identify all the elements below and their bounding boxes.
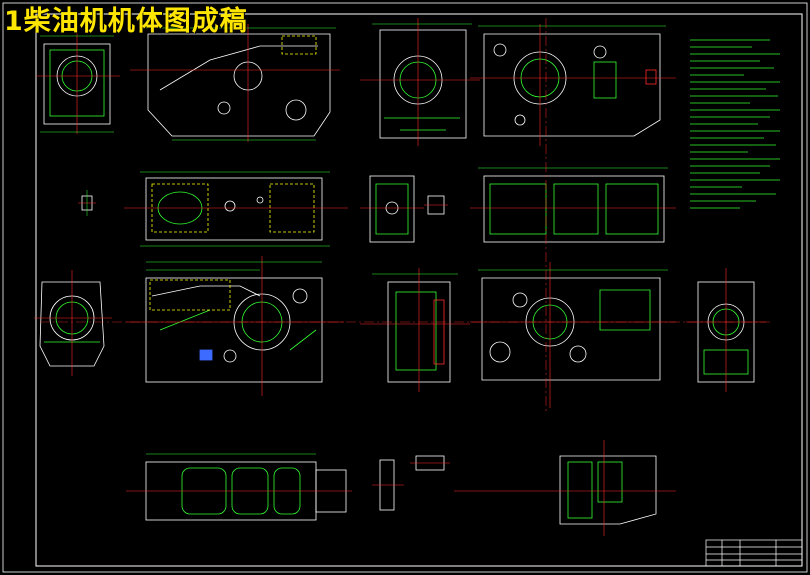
small-section-center bbox=[360, 175, 448, 243]
sheet-inner-border bbox=[35, 13, 803, 567]
top-end-section bbox=[360, 18, 480, 146]
plan-view-right bbox=[470, 167, 676, 243]
top-side-elevation bbox=[130, 24, 340, 142]
small-detail-left bbox=[78, 190, 96, 216]
right-end-view bbox=[686, 268, 766, 392]
sheet-title: 1柴油机机体图成稿 bbox=[4, 6, 248, 37]
left-end-view bbox=[34, 270, 112, 376]
title-block bbox=[705, 539, 803, 567]
top-rear-view bbox=[470, 24, 676, 146]
front-elevation-main bbox=[126, 256, 344, 396]
top-left-cylinder-view bbox=[36, 30, 120, 134]
bottom-right-section bbox=[454, 440, 676, 536]
small-detail-bottom-center bbox=[372, 455, 450, 511]
plan-view-crankcase bbox=[124, 171, 348, 247]
technical-notes-block bbox=[690, 39, 780, 209]
bottom-plan-view bbox=[126, 453, 352, 521]
vertical-section-center bbox=[360, 268, 470, 392]
